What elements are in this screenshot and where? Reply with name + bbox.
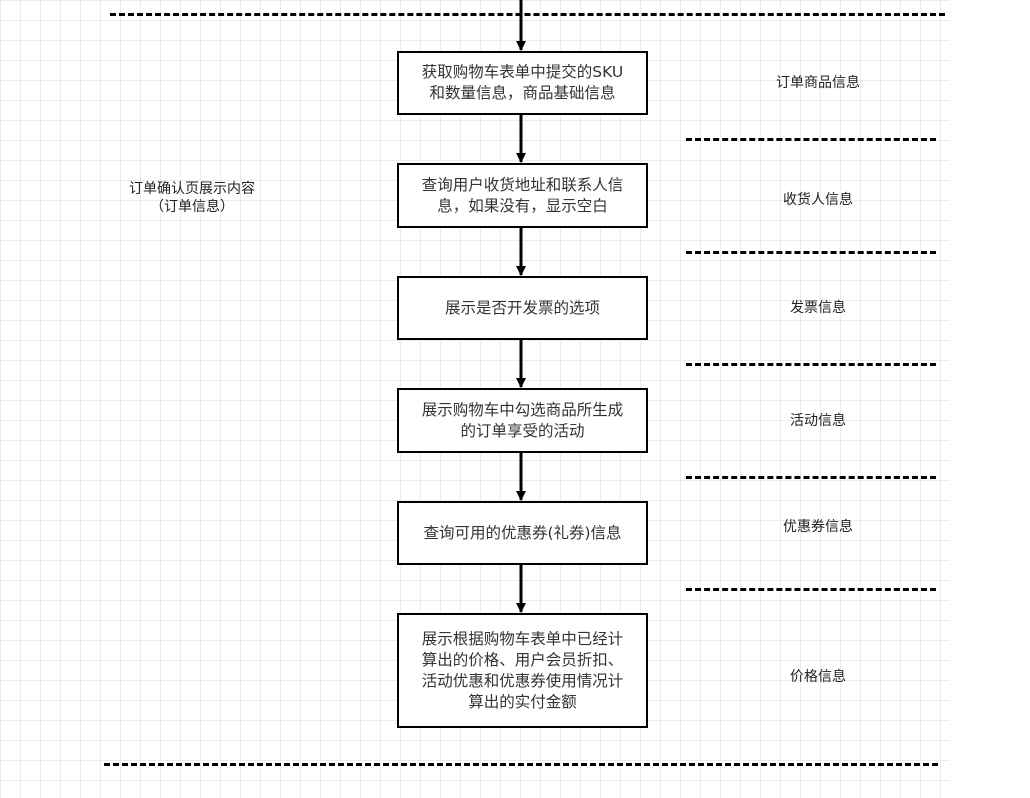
section-divider-2 — [686, 251, 936, 254]
step-6-box: 展示根据购物车表单中已经计 算出的价格、用户会员折扣、 活动优惠和优惠券使用情况… — [397, 613, 648, 728]
section-divider-3 — [686, 363, 936, 366]
step-3-box: 展示是否开发票的选项 — [397, 276, 648, 340]
section-label-price: 价格信息 — [790, 669, 846, 685]
section-divider-5 — [686, 588, 936, 591]
step-4-box: 展示购物车中勾选商品所生成 的订单享受的活动 — [397, 388, 648, 453]
bottom-dashed-divider — [104, 763, 938, 766]
section-label-promotion: 活动信息 — [790, 413, 846, 429]
step-2-box: 查询用户收货地址和联系人信 息，如果没有，显示空白 — [397, 163, 648, 228]
step-1-box: 获取购物车表单中提交的SKU 和数量信息，商品基础信息 — [397, 51, 648, 115]
step-5-box: 查询可用的优惠券(礼券)信息 — [397, 501, 648, 565]
section-label-coupon: 优惠券信息 — [783, 519, 853, 535]
left-title-label: 订单确认页展示内容 （订单信息） — [129, 181, 255, 215]
section-divider-1 — [686, 138, 936, 141]
section-label-order-items: 订单商品信息 — [776, 75, 860, 91]
section-divider-4 — [686, 476, 936, 479]
section-label-consignee: 收货人信息 — [783, 192, 853, 208]
top-dashed-divider — [110, 13, 945, 16]
section-label-invoice: 发票信息 — [790, 300, 846, 316]
